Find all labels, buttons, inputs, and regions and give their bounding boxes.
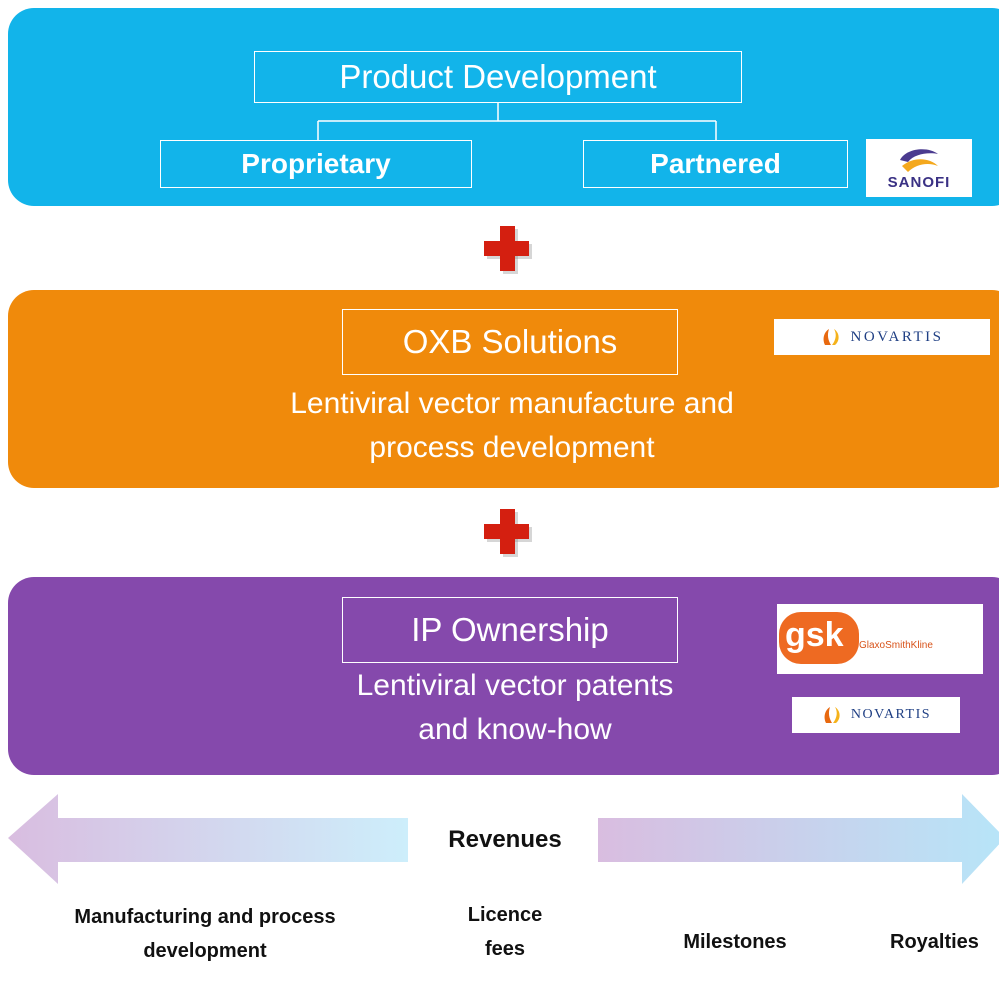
proprietary-box: Proprietary	[160, 140, 472, 188]
ip-ownership-description-line-2: and know-how	[418, 713, 612, 746]
partnered-box: Partnered	[583, 140, 848, 188]
plus-icon	[484, 509, 532, 557]
sanofi-swirl-icon	[900, 148, 938, 172]
novartis-logo: NOVARTIS	[774, 319, 990, 355]
product-development-panel	[8, 8, 999, 206]
gsk-logo: gsk GlaxoSmithKline	[777, 604, 983, 674]
revenue-stream-manufacturing: Manufacturing and process development	[74, 906, 336, 962]
novartis-wordmark: NOVARTIS	[850, 707, 932, 722]
plus-icon	[484, 226, 532, 274]
novartis-flame-icon	[824, 707, 840, 723]
ip-ownership-description-line-1: Lentiviral vector patents	[356, 669, 674, 702]
ip-ownership-title: IP Ownership	[342, 597, 678, 663]
sanofi-wordmark: SANOFI	[887, 173, 951, 191]
novartis-logo: NOVARTIS	[792, 697, 960, 733]
revenue-arrows	[8, 794, 999, 884]
product-development-connector	[317, 103, 717, 140]
oxb-solutions-description-line-1: Lentiviral vector manufacture and	[290, 387, 734, 420]
gsk-wordmark: gsk	[785, 616, 844, 654]
revenues-label: Revenues	[448, 826, 562, 853]
revenue-stream-licence-fees: Licence fees	[467, 904, 543, 960]
oxb-solutions-description-line-2: process development	[369, 431, 655, 464]
revenue-stream-milestones: Milestones	[683, 931, 787, 953]
left-revenue-arrow	[8, 794, 408, 884]
revenue-stream-royalties: Royalties	[890, 931, 979, 953]
sanofi-logo: SANOFI	[866, 139, 972, 197]
right-revenue-arrow	[598, 794, 999, 884]
oxb-solutions-title: OXB Solutions	[342, 309, 678, 375]
gsk-badge-icon	[779, 612, 859, 664]
product-development-title: Product Development	[254, 51, 742, 103]
gsk-subtitle: GlaxoSmithKline	[859, 640, 933, 651]
novartis-wordmark: NOVARTIS	[850, 328, 944, 345]
novartis-flame-icon	[824, 329, 840, 345]
